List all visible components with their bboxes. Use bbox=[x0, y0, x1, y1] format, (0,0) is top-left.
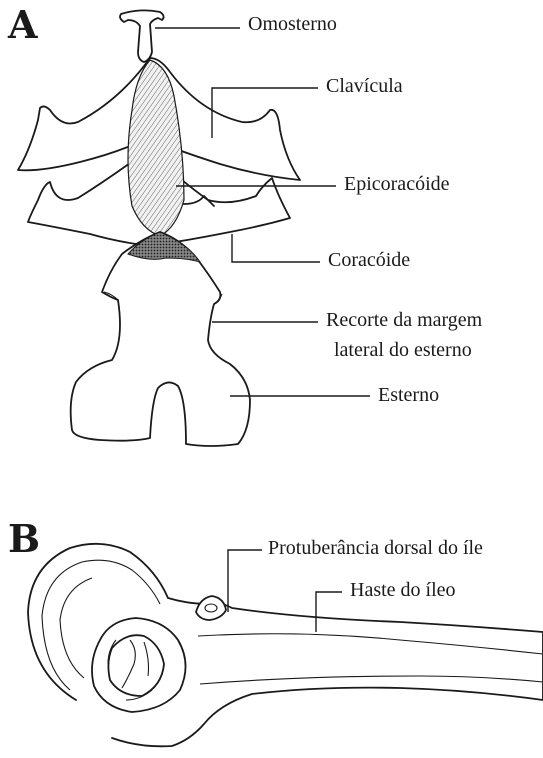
label-coracoide: Coracóide bbox=[328, 248, 410, 272]
panel-a-drawing bbox=[18, 10, 370, 446]
label-protuberancia: Protuberância dorsal do íle bbox=[268, 536, 483, 560]
label-omosterno: Omosterno bbox=[248, 12, 337, 36]
protuberancia-shape bbox=[196, 596, 226, 620]
esterno-shape bbox=[71, 232, 250, 446]
panel-b-drawing bbox=[28, 544, 543, 747]
panel-a-letter: A bbox=[8, 6, 37, 44]
label-esterno: Esterno bbox=[378, 383, 439, 407]
leader-protuberancia bbox=[228, 550, 262, 612]
label-epicoracoide: Epicoracóide bbox=[344, 172, 450, 196]
label-haste: Haste do íleo bbox=[350, 578, 456, 602]
label-recorte-line1: Recorte da margem bbox=[326, 308, 482, 332]
acetabulum-shape bbox=[92, 618, 186, 712]
leader-coracoide bbox=[232, 234, 320, 262]
label-clavicula: Clavícula bbox=[326, 74, 403, 98]
panel-b-letter: B bbox=[8, 520, 40, 558]
label-recorte-line2: lateral do esterno bbox=[334, 338, 472, 362]
omosterno-shape bbox=[120, 10, 164, 62]
